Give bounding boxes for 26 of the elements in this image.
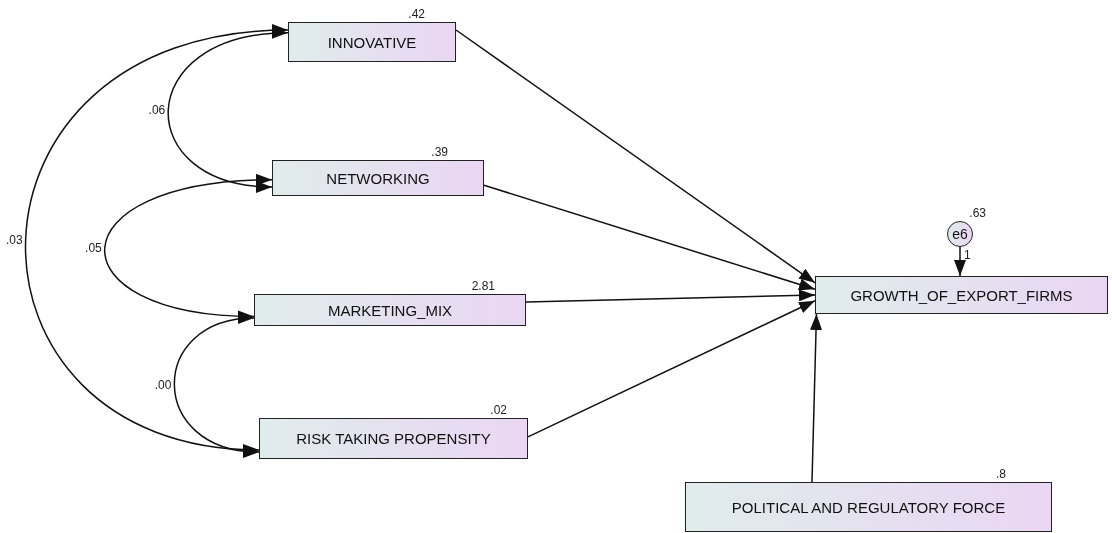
path-arrow	[810, 313, 823, 483]
path-arrow	[954, 246, 966, 277]
value-label: 2.81	[471, 279, 495, 293]
value-label: .42	[408, 7, 425, 21]
value-label: .39	[431, 145, 448, 159]
path-arrow	[527, 299, 816, 438]
variable-name: NETWORKING	[326, 169, 430, 187]
variable-name: MARKETING_MIX	[327, 301, 453, 319]
path-arrow	[455, 29, 816, 284]
variable-name: INNOVATIVE	[327, 33, 417, 51]
edge-label: .05	[85, 242, 102, 255]
variable-name: RISK TAKING PROPENSITY	[296, 430, 491, 447]
value-label: .02	[490, 403, 507, 417]
edge-label: .00	[154, 379, 172, 391]
variable-name: POLITICAL AND REGULATORY FORCE	[731, 498, 1006, 516]
path-arrow	[483, 184, 816, 291]
path-arrow	[525, 289, 816, 303]
edge-label: .03	[5, 234, 23, 246]
value-label: .8	[996, 467, 1006, 481]
value-label: .63	[969, 206, 986, 220]
variable-name: GROWTH_OF_EXPORT_FIRMS	[850, 286, 1073, 304]
edge-label: .06	[148, 103, 166, 116]
edge-label: 1	[964, 249, 971, 261]
variable-box	[815, 276, 1108, 314]
covariance-arrow	[167, 28, 289, 192]
variable-name: e6	[952, 226, 968, 242]
